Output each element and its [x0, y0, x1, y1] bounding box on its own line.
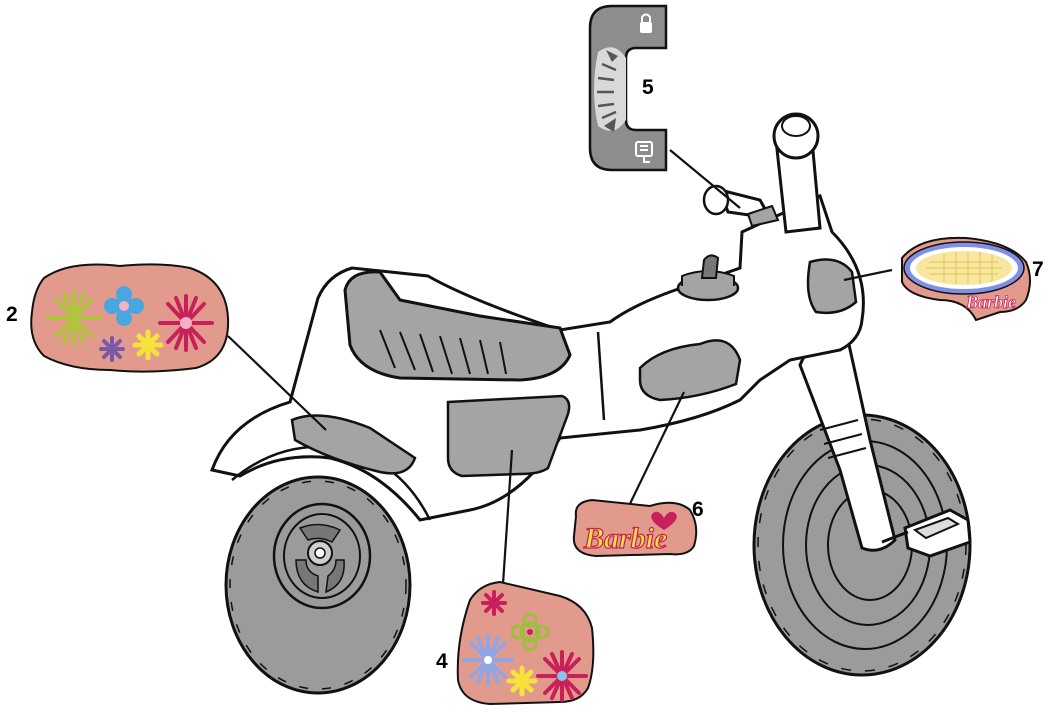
- rear-wheel: [226, 477, 410, 693]
- callout-6: 6: [692, 498, 704, 521]
- gas-cap: [678, 255, 738, 300]
- decal-7-headlight: Barbie: [902, 238, 1030, 320]
- callout-5: 5: [642, 76, 654, 99]
- callout-4: 4: [436, 650, 448, 673]
- flower-yellow-small: [509, 668, 535, 694]
- flower-lime: [48, 292, 100, 344]
- headlight-barbie-logo: Barbie: [965, 292, 1016, 312]
- decal-4-flowers: [458, 582, 594, 704]
- tricycle-body: [212, 196, 863, 520]
- side-barbie-logo: Barbie: [583, 522, 667, 555]
- callout-2: 2: [6, 303, 18, 326]
- flower-magenta: [160, 296, 212, 350]
- middle-side-panel: [448, 396, 569, 476]
- seat: [345, 272, 570, 380]
- head-side-panel: [808, 260, 856, 313]
- callout-7: 7: [1032, 258, 1044, 281]
- flower-purple: [101, 338, 123, 360]
- flower-magenta-large: [538, 652, 586, 700]
- handlebar: [704, 114, 820, 232]
- decal-5-dial: [590, 6, 666, 170]
- flower-magenta-small: [483, 592, 505, 614]
- flower-yellow: [135, 332, 161, 358]
- decal-2-flowers: [31, 264, 228, 371]
- flower-lavender: [464, 636, 512, 684]
- decal-6-barbie: Barbie: [574, 500, 696, 556]
